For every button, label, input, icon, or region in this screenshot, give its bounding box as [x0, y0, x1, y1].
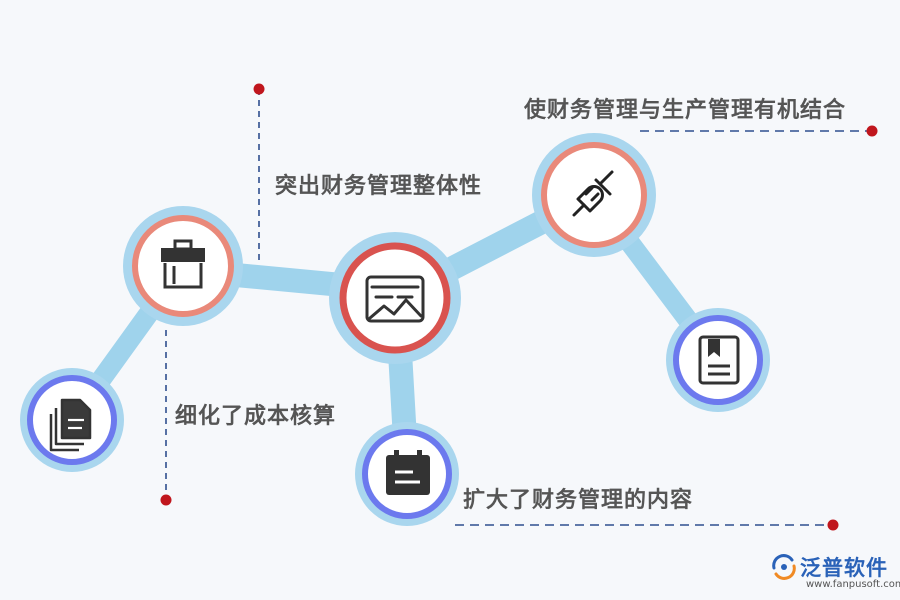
brand-name: 泛普软件 [800, 556, 888, 580]
label-refine: 细化了成本核算 [175, 404, 337, 429]
node-toolbox [123, 206, 243, 326]
callouts [160, 83, 878, 531]
chart-icon [365, 275, 425, 323]
calendar-icon [386, 450, 430, 495]
plug-icon [572, 170, 614, 217]
callout-dot-integrate [866, 125, 878, 137]
node-documents [20, 368, 124, 472]
documents-icon [49, 398, 92, 452]
toolbox-icon [161, 239, 205, 289]
label-highlight: 突出财务管理整体性 [275, 174, 483, 199]
callout-dot-expand [827, 519, 839, 531]
brand-logo-mark-icon [772, 554, 796, 580]
brand-url: www.fanpusoft.com [806, 579, 900, 590]
node-calendar [355, 422, 459, 526]
label-expand: 扩大了财务管理的内容 [463, 488, 694, 513]
callout-dot-refine [160, 494, 172, 506]
bookmark-icon [698, 335, 740, 385]
node-plug [532, 133, 656, 257]
brand-logo[interactable]: 泛普软件 www.fanpusoft.com [770, 552, 900, 596]
node-chart [329, 232, 461, 364]
node-bookmark [666, 308, 770, 412]
callout-dot-highlight [253, 83, 265, 95]
label-integrate: 使财务管理与生产管理有机结合 [524, 98, 847, 123]
